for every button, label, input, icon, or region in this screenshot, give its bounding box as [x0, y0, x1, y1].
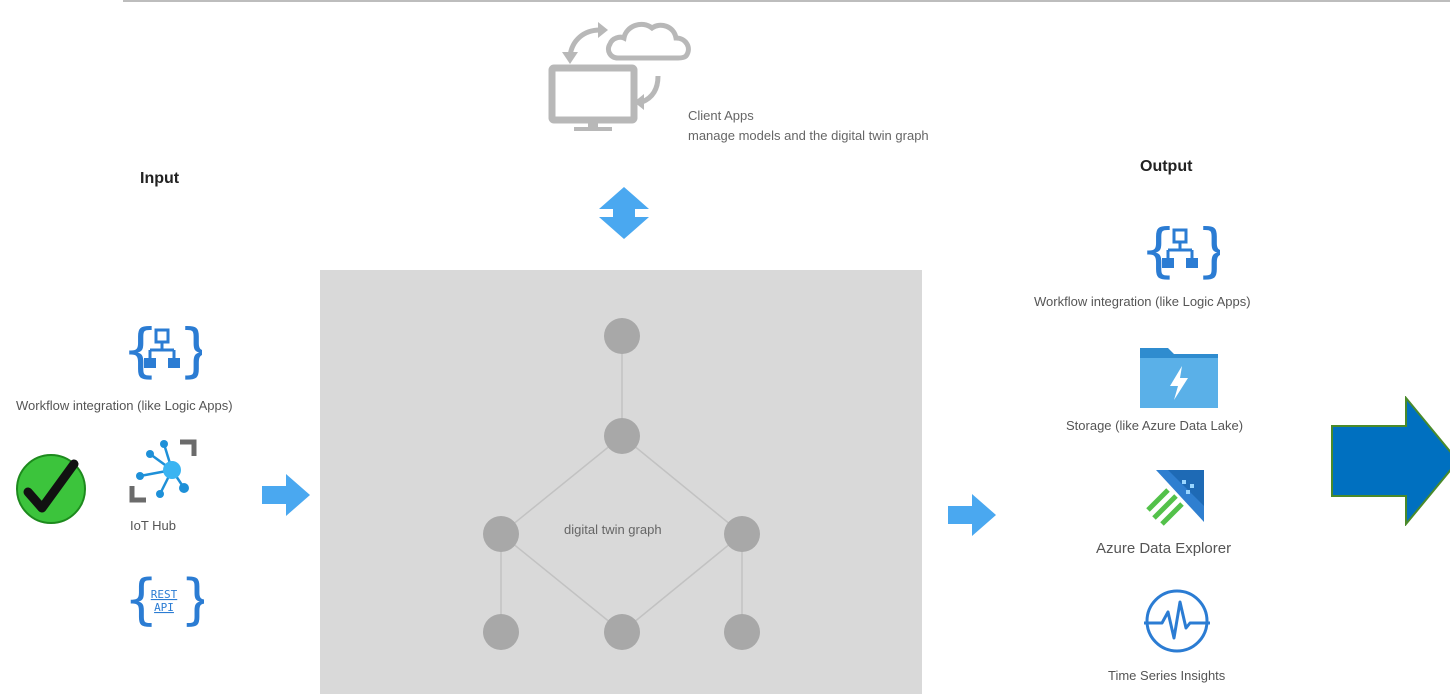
graph-node	[724, 516, 760, 552]
graph-node	[724, 614, 760, 650]
input-arrow-icon	[262, 474, 310, 516]
data-explorer-label: Azure Data Explorer	[1096, 540, 1232, 557]
output-heading: Output	[1140, 158, 1193, 175]
svg-text:}: }	[178, 318, 202, 382]
iot-hub-label: IoT Hub	[130, 518, 177, 533]
storage-label: Storage (like Azure Data Lake)	[1066, 418, 1244, 433]
graph-label: digital twin graph	[564, 522, 662, 537]
graph-node	[483, 516, 519, 552]
logic-apps-icon: { }	[1140, 218, 1220, 282]
logic-apps-icon: { }	[122, 318, 202, 382]
svg-text:}: }	[1196, 218, 1220, 282]
output-workflow-label: Workflow integration (like Logic Apps)	[1034, 294, 1251, 309]
svg-text:{: {	[124, 568, 158, 628]
client-apps-subtitle: manage models and the digital twin graph	[688, 128, 929, 143]
bidirectional-arrow-icon	[597, 187, 651, 239]
graph-node	[483, 614, 519, 650]
data-explorer-icon	[1146, 470, 1206, 526]
pulse-circle-icon	[1142, 586, 1212, 656]
green-checkmark-icon	[14, 452, 88, 526]
digital-twin-graph-panel: digital twin graph	[320, 270, 922, 694]
rest-api-icon-text-api: API	[154, 601, 174, 614]
input-heading: Input	[140, 170, 180, 187]
iot-hub-icon	[128, 438, 198, 506]
top-divider	[123, 0, 1450, 2]
monitor-cloud-sync-icon	[548, 6, 698, 131]
graph-node	[604, 614, 640, 650]
svg-text:}: }	[180, 568, 204, 628]
rest-api-icon: { } REST API	[124, 568, 204, 628]
client-apps-title: Client Apps	[688, 108, 754, 123]
graph-node	[604, 418, 640, 454]
graph-node	[604, 318, 640, 354]
input-workflow-label: Workflow integration (like Logic Apps)	[16, 398, 233, 413]
time-series-label: Time Series Insights	[1108, 668, 1226, 683]
output-arrow-icon	[948, 494, 996, 536]
folder-bolt-icon	[1140, 344, 1218, 408]
big-right-arrow-icon	[1330, 396, 1450, 526]
rest-api-icon-text-rest: REST	[151, 588, 178, 601]
